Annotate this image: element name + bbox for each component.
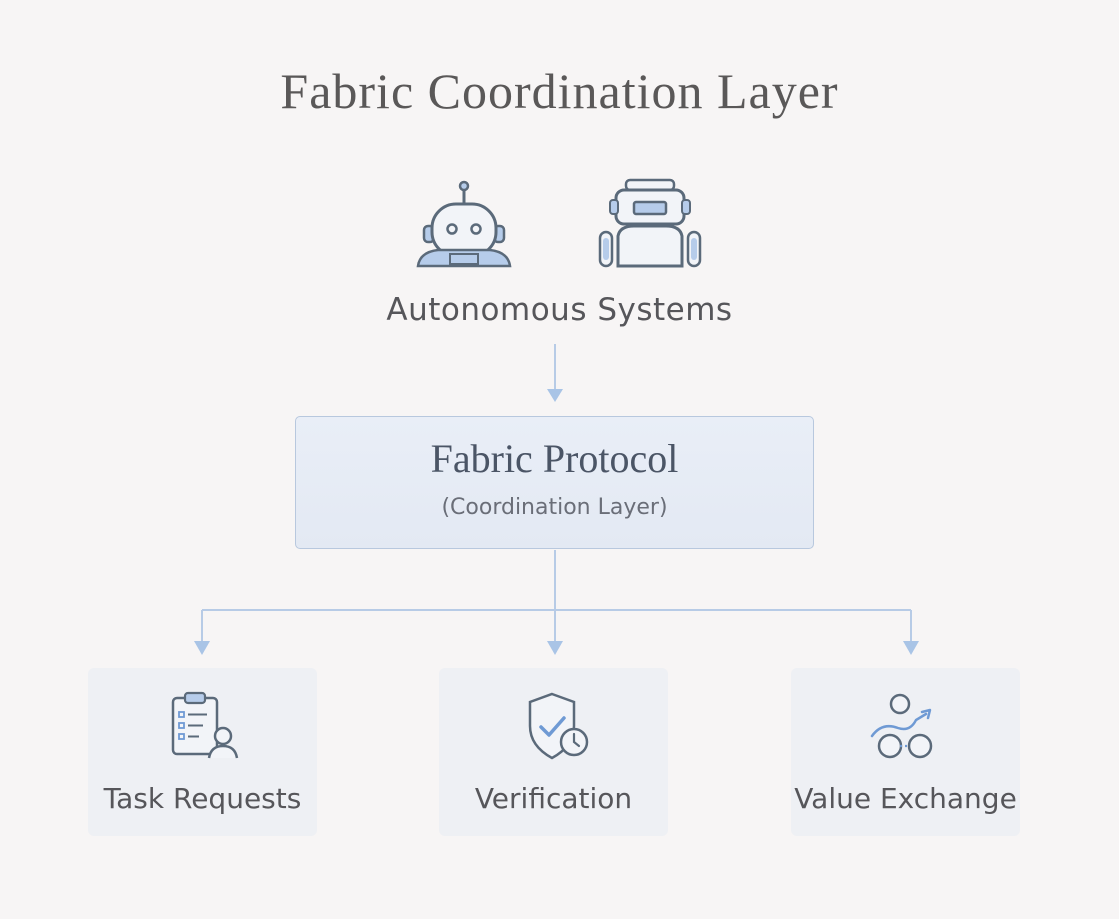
robot-head-icon (416, 180, 512, 268)
people-exchange-icon (870, 693, 932, 759)
autonomous-systems-label: Autonomous Systems (386, 292, 733, 328)
clipboard-user-icon (171, 691, 238, 759)
protocol-title: Fabric Protocol (430, 436, 679, 481)
verification-card: Verification (439, 668, 668, 836)
branch-connector (201, 550, 912, 642)
protocol-subtitle: (Coordination Layer) (441, 495, 668, 520)
task-requests-label: Task Requests (103, 782, 302, 815)
verification-label: Verification (474, 782, 633, 815)
arrow-to-task-requests (194, 641, 210, 655)
value-exchange-label: Value Exchange (794, 782, 1017, 815)
shield-check-clock-icon (528, 692, 588, 760)
task-requests-card: Task Requests (88, 668, 317, 836)
arrow-to-value-exchange (903, 641, 919, 655)
arrow-systems-to-protocol (547, 344, 563, 402)
diagram-title: Fabric Coordination Layer (280, 63, 839, 119)
fabric-protocol-box: Fabric Protocol (Coordination Layer) (295, 416, 814, 549)
arrow-to-verification (547, 641, 563, 655)
robot-body-icon (598, 178, 702, 268)
value-exchange-card: Value Exchange (791, 668, 1020, 836)
